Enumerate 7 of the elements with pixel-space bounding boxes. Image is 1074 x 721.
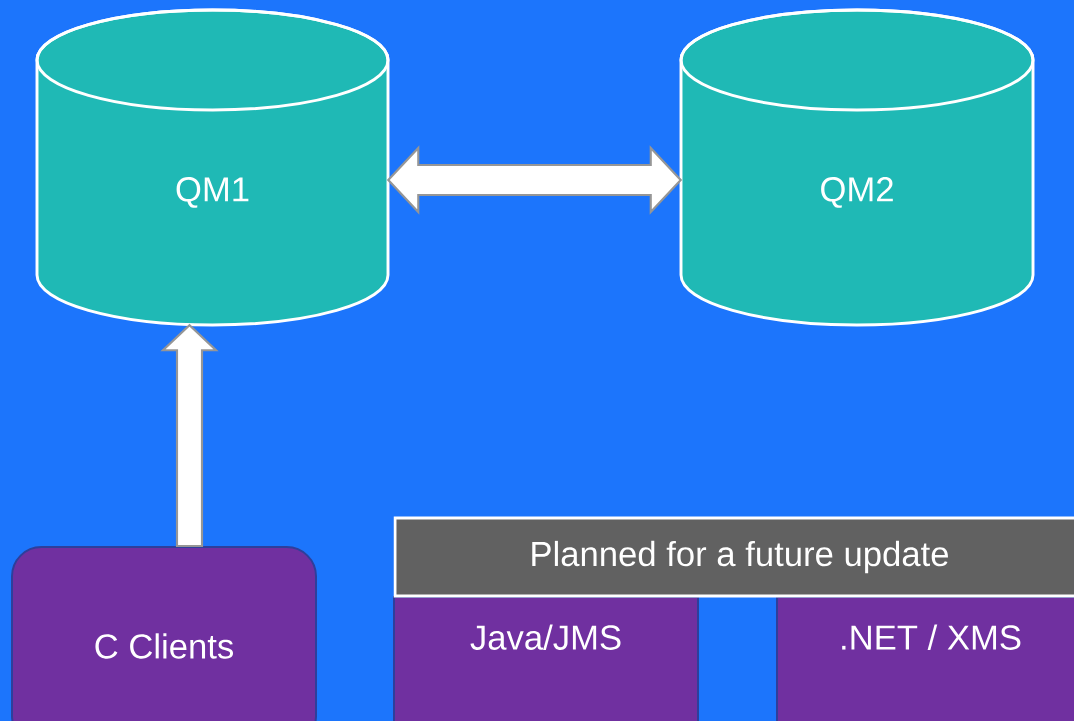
block-arrow <box>160 323 219 548</box>
banner: Planned for a future update <box>393 516 1074 598</box>
client-box: C Clients <box>11 546 317 721</box>
client-box: Java/JMS <box>393 596 699 721</box>
cylinder: QM2 <box>679 8 1035 327</box>
cylinder: QM1 <box>35 8 390 327</box>
client-box: .NET / XMS <box>776 596 1074 721</box>
